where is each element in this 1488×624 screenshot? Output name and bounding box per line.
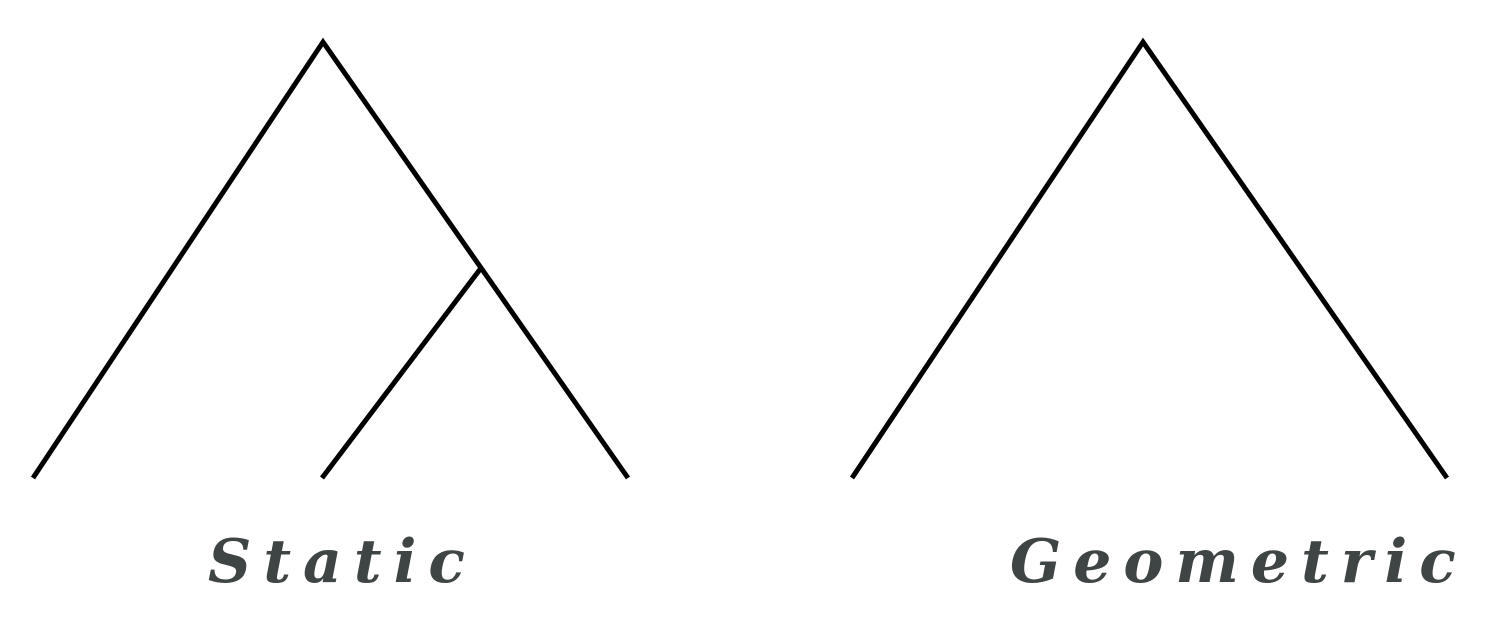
static-tree-outer-branches <box>30 37 631 480</box>
static-tree-inner-branch <box>320 266 483 480</box>
static-caption: Static <box>208 527 477 597</box>
geometric-caption: Geometric <box>1010 527 1468 597</box>
static-tree <box>30 37 631 480</box>
geometric-tree <box>849 37 1450 480</box>
geometric-tree-branches <box>849 37 1450 480</box>
